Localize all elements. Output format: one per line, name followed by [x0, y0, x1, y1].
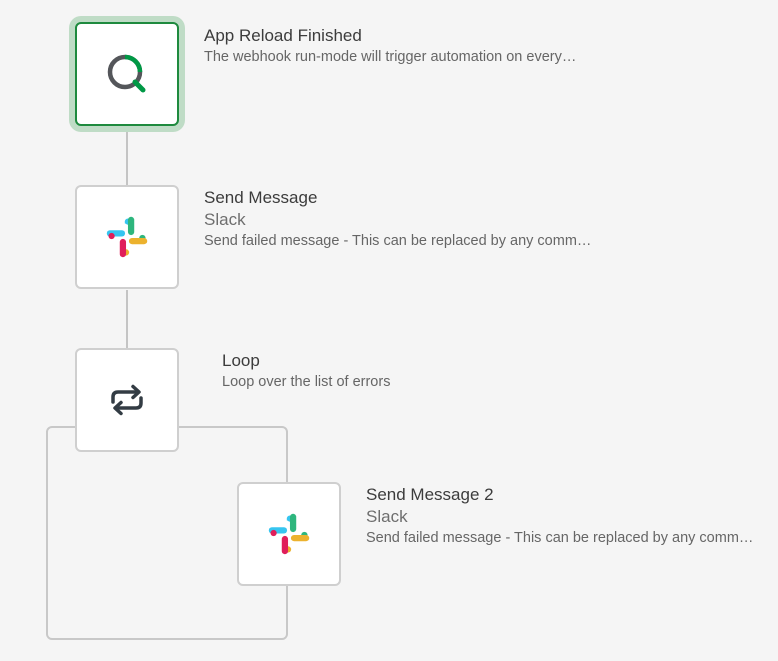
- block-description: Loop over the list of errors: [222, 374, 391, 390]
- block-title: Send Message: [204, 188, 318, 207]
- block-description: Send failed message - This can be replac…: [204, 233, 592, 249]
- block-description: Send failed message - This can be replac…: [366, 530, 754, 546]
- loop-icon: [105, 378, 149, 422]
- block-description: The webhook run-mode will trigger automa…: [204, 49, 577, 65]
- block-label-loop: Loop Loop over the list of errors: [222, 350, 390, 392]
- slack-icon: [101, 211, 153, 263]
- qlik-icon: [103, 50, 151, 98]
- block-connector-name: Slack: [366, 507, 408, 526]
- block-app-reload-finished[interactable]: [75, 22, 179, 126]
- block-label-send-message: Send Message Slack Send failed message -…: [204, 187, 591, 251]
- block-title: App Reload Finished: [204, 26, 362, 45]
- connector-line: [126, 290, 128, 348]
- slack-icon: [263, 508, 315, 560]
- block-label-send-message-2: Send Message 2 Slack Send failed message…: [366, 484, 753, 548]
- block-send-message[interactable]: [75, 185, 179, 289]
- block-connector-name: Slack: [204, 210, 246, 229]
- block-title: Send Message 2: [366, 485, 494, 504]
- block-label-app-reload-finished: App Reload Finished The webhook run-mode…: [204, 25, 576, 67]
- block-loop[interactable]: [75, 348, 179, 452]
- block-send-message-2[interactable]: [237, 482, 341, 586]
- block-title: Loop: [222, 351, 260, 370]
- connector-line: [126, 132, 128, 185]
